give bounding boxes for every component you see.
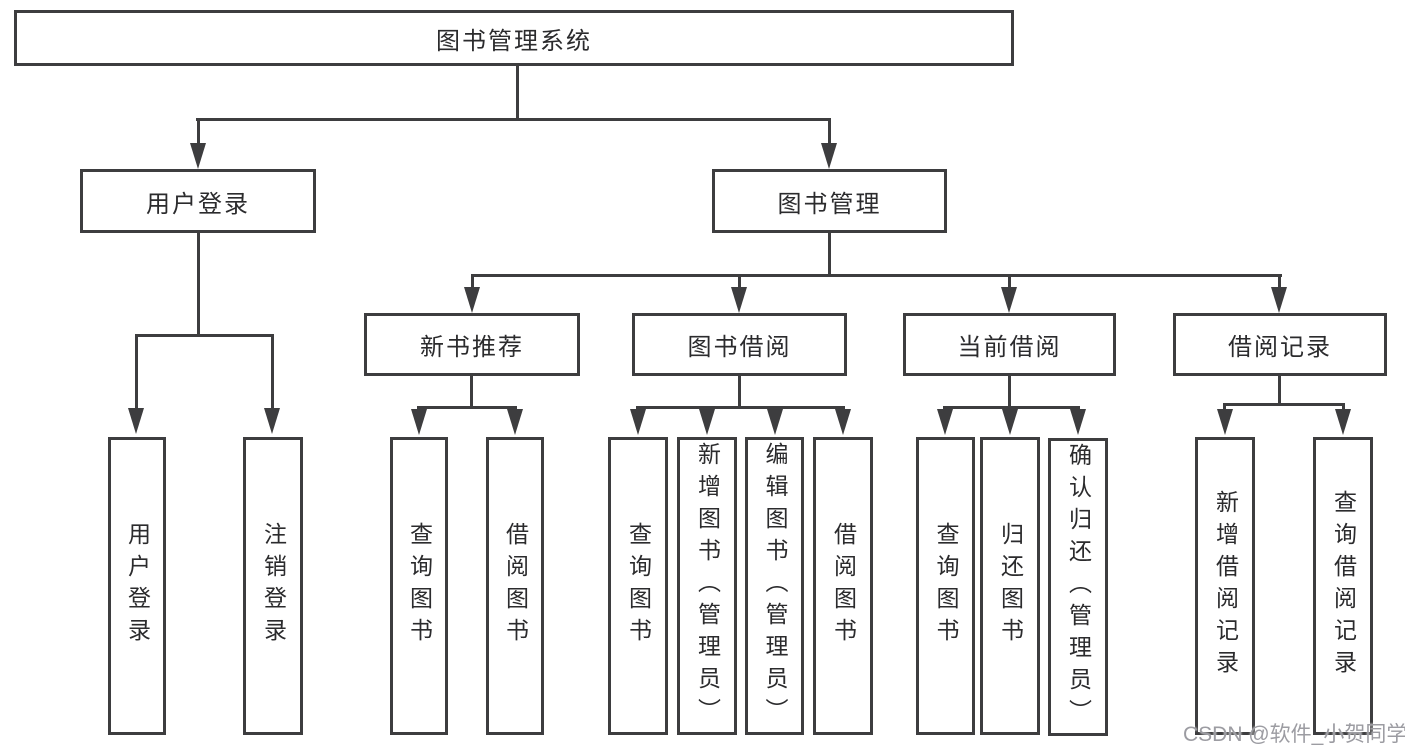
leaf-confirm-return-admin: 确认归还（管理员） <box>1048 438 1108 736</box>
node-user-login: 用户登录 <box>80 169 316 233</box>
arrowhead <box>128 408 144 434</box>
leaf-borrow-book: 借阅图书 <box>813 437 873 735</box>
arrowhead <box>190 143 206 169</box>
arrowhead <box>630 409 646 435</box>
leaf-borrow-book-recommend-label: 借阅图书 <box>502 522 529 650</box>
arrowhead <box>411 409 427 435</box>
node-root-label: 图书管理系统 <box>436 27 592 55</box>
connector-stem <box>738 274 741 290</box>
connector-stem <box>828 118 831 146</box>
node-borrow-records: 借阅记录 <box>1173 313 1387 376</box>
node-book-management-label: 图书管理 <box>777 190 882 218</box>
arrowhead <box>1217 409 1233 435</box>
connector-level2-rail <box>196 118 831 121</box>
node-root: 图书管理系统 <box>14 10 1014 66</box>
node-current-borrow: 当前借阅 <box>903 313 1116 376</box>
leaf-query-borrow-record-label: 查询借阅记录 <box>1330 490 1357 682</box>
connector-book-mgmt-stem <box>828 233 831 277</box>
connector-records-stem <box>1278 376 1281 406</box>
leaf-query-book-recommend-label: 查询图书 <box>406 522 433 650</box>
arrowhead <box>835 409 851 435</box>
arrowhead <box>699 409 715 435</box>
leaf-user-login-label: 用户登录 <box>124 522 151 650</box>
leaf-return-book-label: 归还图书 <box>997 522 1024 650</box>
connector-user-login-rail <box>135 334 274 337</box>
leaf-query-borrow-record: 查询借阅记录 <box>1313 437 1373 735</box>
connector-stem <box>1278 274 1281 290</box>
arrowhead <box>464 287 480 313</box>
leaf-edit-book-admin: 编辑图书（管理员） <box>745 437 804 735</box>
node-book-borrow-label: 图书借阅 <box>687 334 792 361</box>
leaf-add-book-admin-label: 新增图书（管理员） <box>694 442 721 730</box>
leaf-query-book-recommend: 查询图书 <box>390 437 448 735</box>
arrowhead <box>1070 409 1086 435</box>
connector-recommend-rail <box>417 406 517 409</box>
connector-stem <box>135 334 138 409</box>
node-book-management: 图书管理 <box>712 169 947 233</box>
connector-stem <box>271 334 274 409</box>
connector-stem <box>1342 403 1345 411</box>
node-borrow-records-label: 借阅记录 <box>1228 334 1332 361</box>
arrowhead <box>821 143 837 169</box>
leaf-query-book-borrow: 查询图书 <box>608 437 668 735</box>
connector-stem <box>1008 274 1011 290</box>
connector-user-login-stem <box>197 233 200 337</box>
connector-current-rail <box>943 406 1080 409</box>
connector-current-stem <box>1008 376 1011 409</box>
node-new-book-recommend-label: 新书推荐 <box>420 334 524 361</box>
connector-level3-rail <box>471 274 1282 277</box>
node-current-borrow-label: 当前借阅 <box>957 334 1062 361</box>
connector-borrow-stem <box>738 376 741 409</box>
leaf-logout-label: 注销登录 <box>260 522 287 650</box>
node-new-book-recommend: 新书推荐 <box>364 313 580 376</box>
leaf-confirm-return-admin-label: 确认归还（管理员） <box>1065 443 1092 731</box>
leaf-return-book: 归还图书 <box>980 437 1040 735</box>
arrowhead <box>937 409 953 435</box>
leaf-borrow-book-label: 借阅图书 <box>830 522 857 650</box>
leaf-add-borrow-record-label: 新增借阅记录 <box>1212 490 1239 682</box>
leaf-borrow-book-recommend: 借阅图书 <box>486 437 544 735</box>
arrowhead <box>264 408 280 434</box>
connector-borrow-rail <box>636 406 845 409</box>
leaf-logout: 注销登录 <box>243 437 303 735</box>
leaf-add-borrow-record: 新增借阅记录 <box>1195 437 1255 735</box>
leaf-query-book-current-label: 查询图书 <box>933 522 959 650</box>
connector-stem <box>197 118 200 146</box>
arrowhead <box>767 409 783 435</box>
arrowhead <box>1001 287 1017 313</box>
node-user-login-label: 用户登录 <box>146 190 250 218</box>
arrowhead <box>1335 409 1351 435</box>
leaf-query-book-current: 查询图书 <box>916 437 975 735</box>
leaf-query-book-borrow-label: 查询图书 <box>625 522 652 650</box>
leaf-add-book-admin: 新增图书（管理员） <box>677 437 737 735</box>
arrowhead <box>1271 287 1287 313</box>
arrowhead <box>731 287 747 313</box>
arrowhead <box>507 409 523 435</box>
connector-stem <box>471 274 474 290</box>
connector-recommend-stem <box>470 376 473 409</box>
leaf-user-login: 用户登录 <box>108 437 166 735</box>
connector-stem <box>1223 403 1226 411</box>
connector-root-stem <box>516 66 519 121</box>
node-book-borrow: 图书借阅 <box>632 313 847 376</box>
arrowhead <box>1002 409 1018 435</box>
csdn-watermark: CSDN @软件_小贺同学 <box>1183 723 1405 746</box>
connector-records-rail <box>1223 403 1345 406</box>
leaf-edit-book-admin-label: 编辑图书（管理员） <box>762 442 788 730</box>
